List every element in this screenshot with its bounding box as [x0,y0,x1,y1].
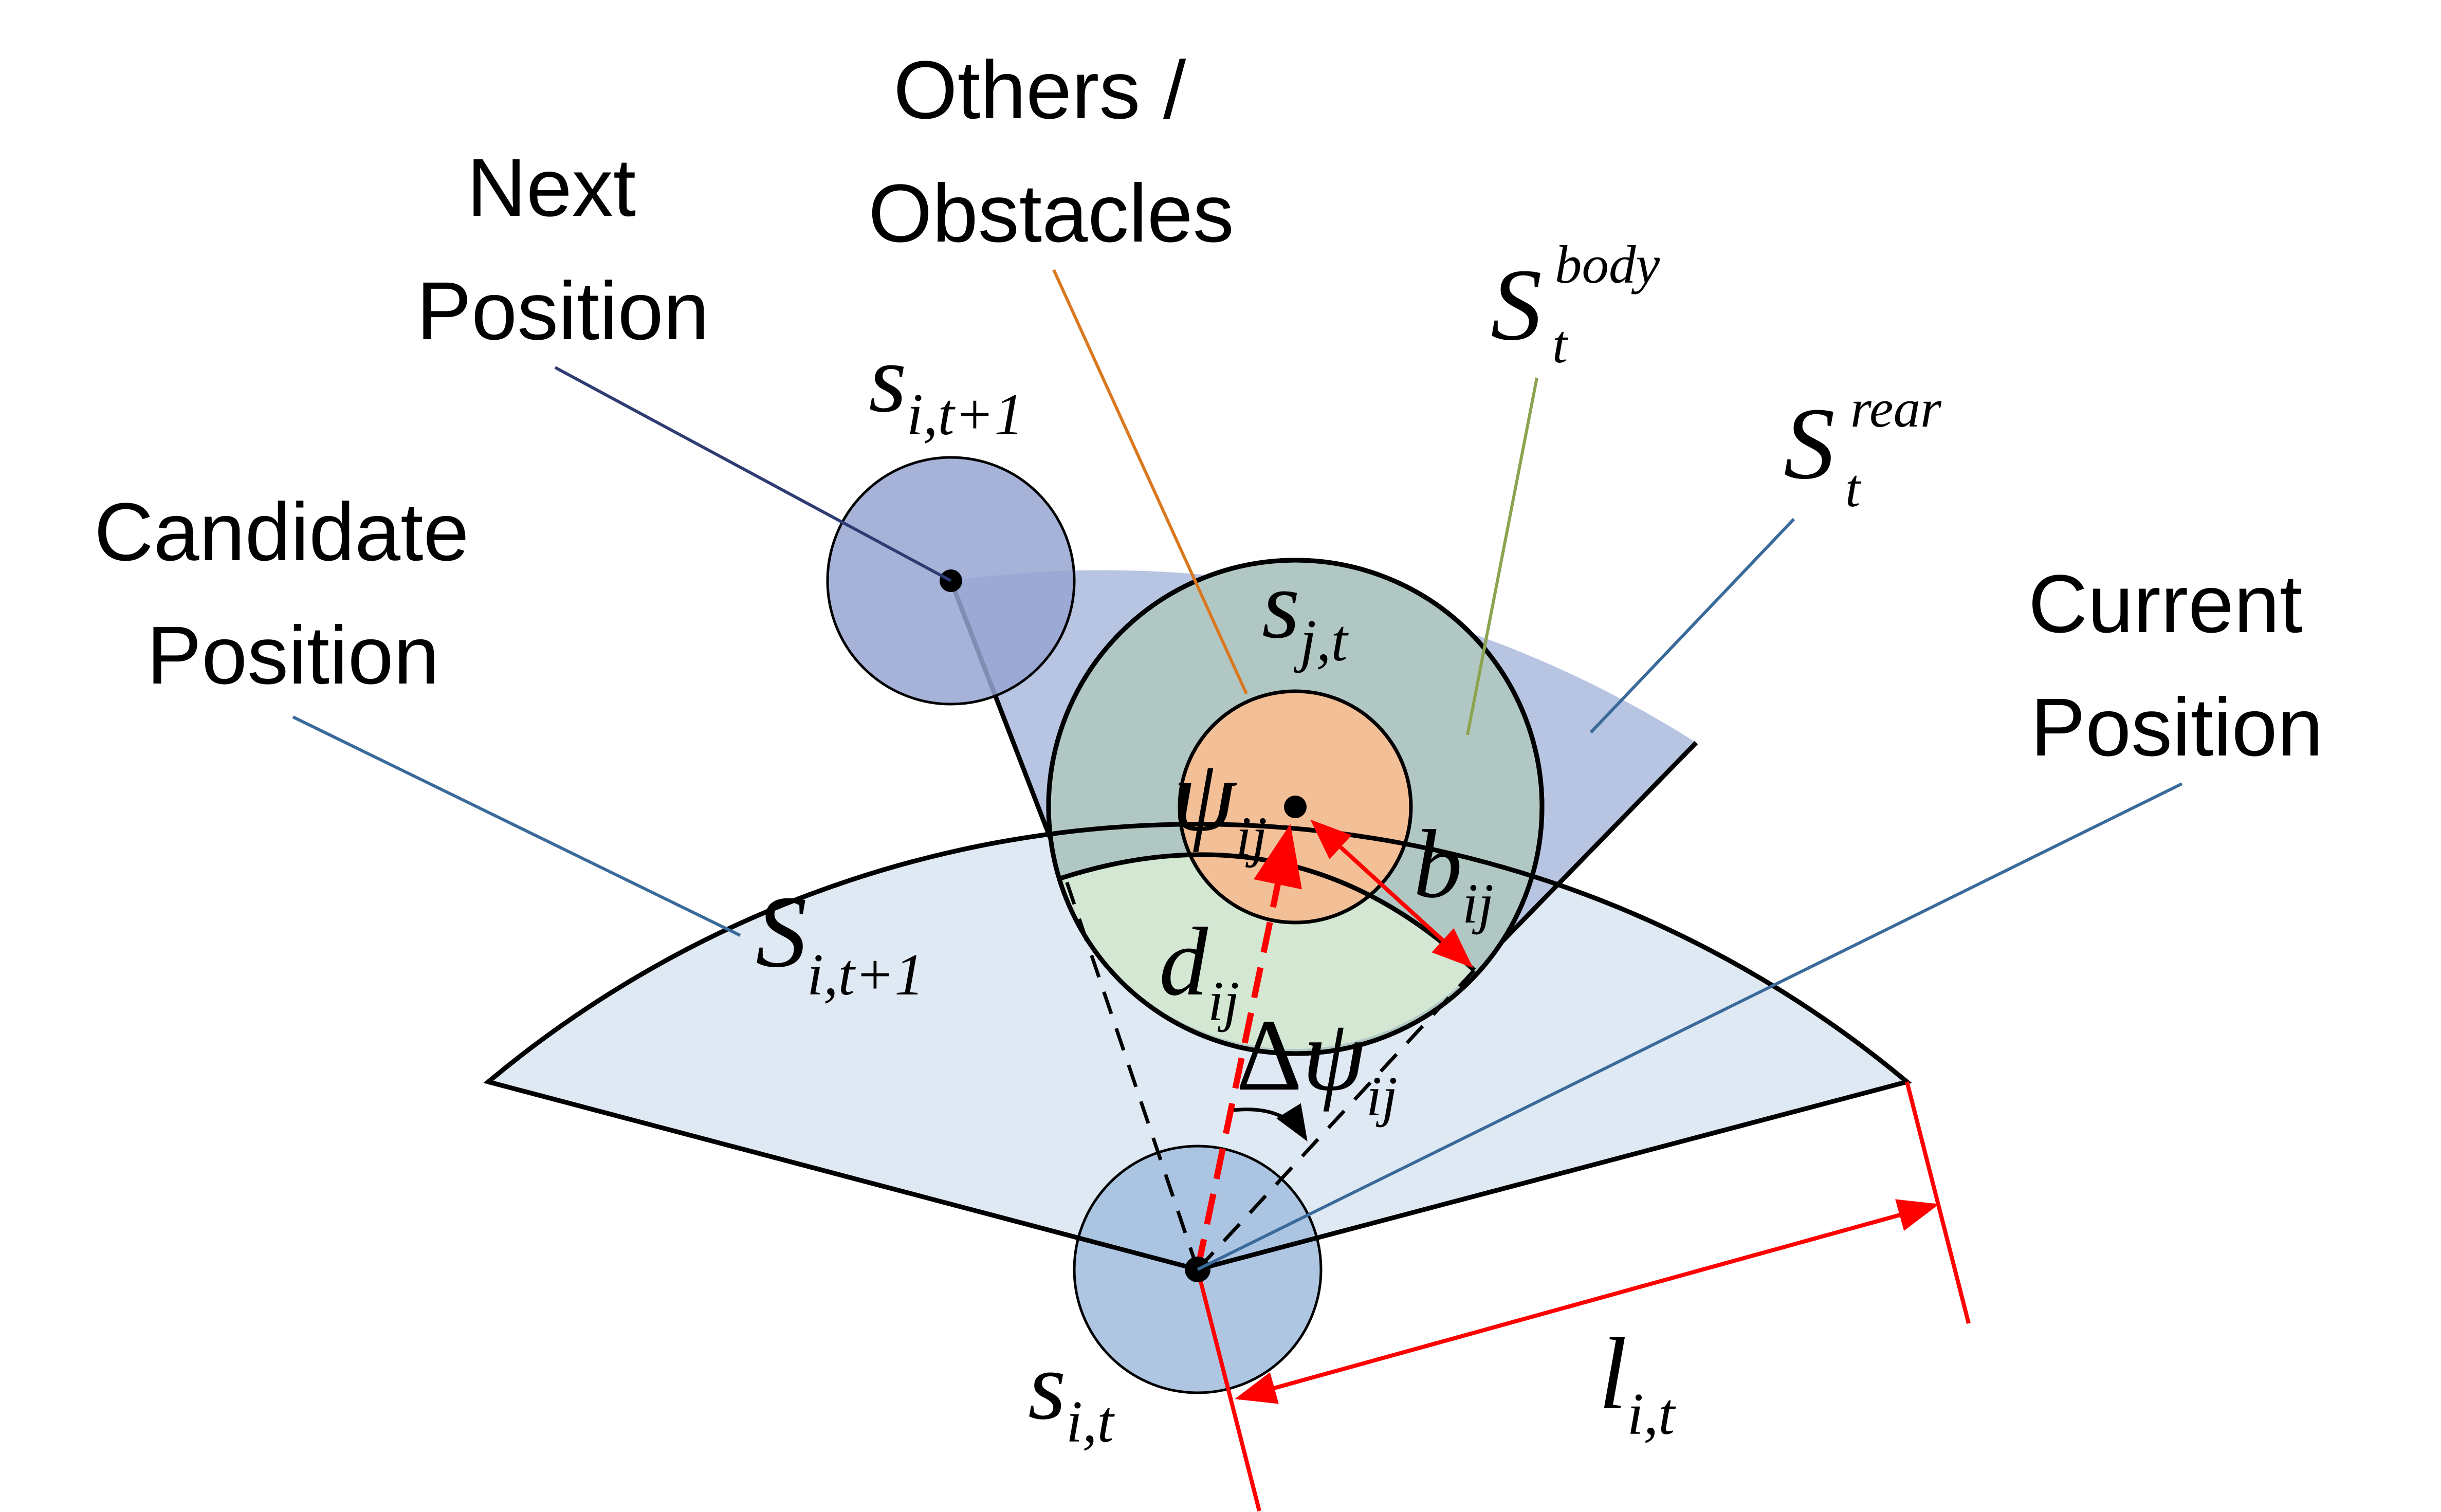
red-dashed-arrow [1195,824,1302,1270]
candidate-position-label: Candidate Position [94,486,492,701]
symbol-s-j-t: sj,t [1262,551,1349,673]
symbol-d-ij: dij [1159,908,1239,1032]
current-position-leader [1197,782,2183,1271]
delta-psi-arc-arrow [1233,1103,1308,1141]
candidate-position-leader [292,715,741,937]
symbol-S-body-sub: t [1552,314,1569,374]
body-circle-outline [1046,558,1545,1056]
obstacle-center-dot [1284,796,1307,818]
symbol-S-rear-sup: rear [1850,378,1942,438]
next-position-leader [554,366,952,582]
dim-line-right [1905,1081,1971,1324]
symbol-S-body-sup: body [1555,234,1660,294]
b-ij-arrow [1310,819,1473,968]
current-position-label: Current Position [2028,558,2325,773]
symbol-S-body: S [1491,248,1542,362]
symbol-b-ij: bij [1414,810,1494,935]
dim-line-left [1196,1269,1261,1511]
symbol-l-i-t: li,t [1599,1317,1676,1447]
symbol-S-rear-sub: t [1845,458,1862,518]
dashed-left-ray [1062,873,1200,1270]
rear-leader [1589,518,1795,734]
symbol-psi-ij: ψij [1172,739,1267,868]
others-obstacles-label: Others / Obstacles [868,44,1234,259]
symbol-S-rear: S [1784,387,1835,501]
symbol-S-i-t1: Si,t+1 [756,875,924,1007]
next-position-label: Next Position [416,141,709,357]
sector-arc-top [487,822,1908,1084]
symbol-delta-psi-ij: Δψij [1236,999,1398,1128]
obstacles-leader [1052,269,1248,695]
symbol-s-i-t: si,t [1028,1332,1115,1454]
dashed-right-ray [1196,969,1476,1271]
symbol-s-i-t1: si,t+1 [869,325,1024,447]
body-leader [1466,377,1538,735]
l-it-arrow [1235,1199,1939,1404]
